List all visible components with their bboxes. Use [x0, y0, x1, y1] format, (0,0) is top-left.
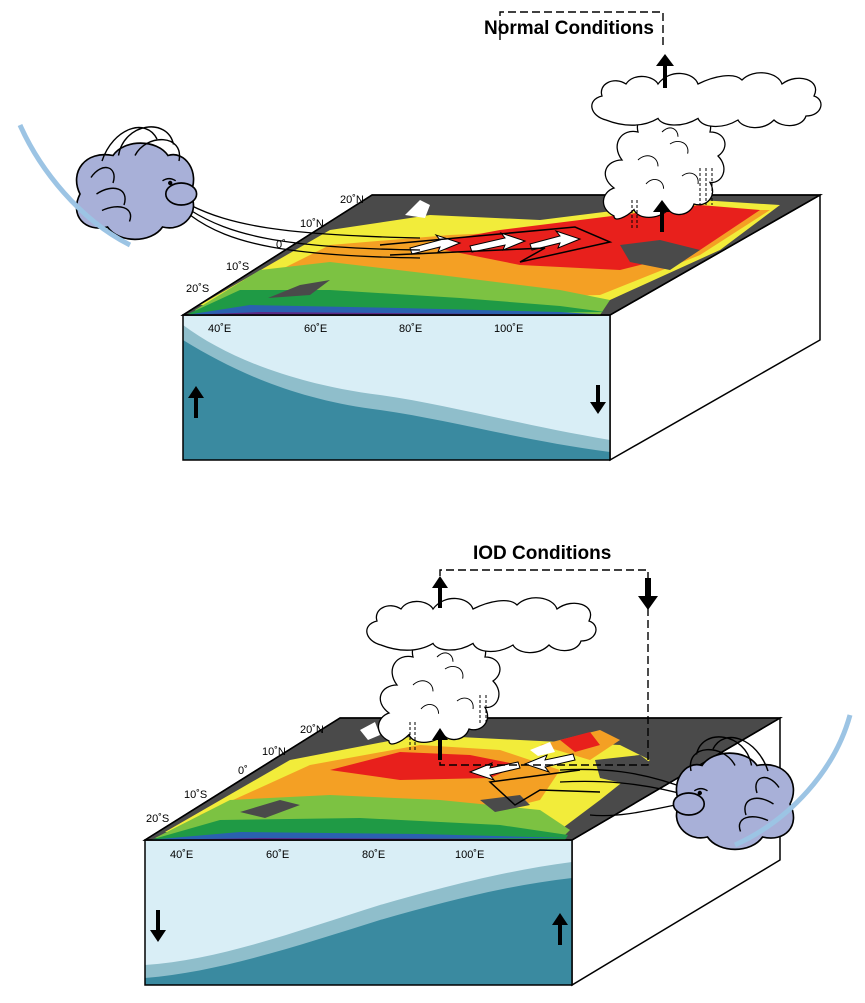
- lat-label: 0˚: [238, 765, 248, 777]
- lon-label: 60˚E: [304, 323, 327, 335]
- lon-label: 100˚E: [455, 849, 484, 861]
- surface-wind-arrows: [468, 753, 601, 806]
- sst-map: [180, 194, 823, 316]
- lat-label: 20˚N: [300, 724, 324, 736]
- up-arrow-icon: [432, 576, 448, 608]
- panel-title-normal: Normal Conditions: [484, 18, 654, 39]
- sst-map: [142, 717, 783, 841]
- lon-label: 40˚E: [170, 849, 193, 861]
- walker-circulation: [499, 11, 664, 45]
- up-arrow-icon: [432, 728, 448, 760]
- ocean-cross-section: [182, 314, 611, 461]
- up-arrow-icon: [653, 200, 671, 232]
- down-arrow-icon: [150, 910, 166, 942]
- ocean-cross-section: [144, 839, 573, 986]
- surface-wind-arrows: [379, 226, 613, 263]
- lon-label: 80˚E: [362, 849, 385, 861]
- walker-circulation: [439, 569, 649, 766]
- lat-label: 10˚N: [262, 746, 286, 758]
- up-arrow-icon: [188, 386, 204, 418]
- lon-label: 60˚E: [266, 849, 289, 861]
- lon-label: 40˚E: [208, 323, 231, 335]
- up-arrow-icon: [656, 54, 674, 88]
- panel-title-iod: IOD Conditions: [473, 543, 611, 564]
- iod-panel: IOD Conditions 20˚N 10˚N 0˚ 10˚S 20˚S 40…: [142, 543, 853, 987]
- normal-panel: Normal Conditions 20˚N 10˚N 0˚ 10˚S 20˚S…: [17, 11, 823, 462]
- lat-label: 20˚S: [146, 813, 169, 825]
- down-arrow-icon: [638, 578, 658, 610]
- lon-label: 80˚E: [399, 323, 422, 335]
- lat-label: 0˚: [276, 239, 286, 251]
- wind-streams: [189, 204, 421, 259]
- wind-swirl: [17, 123, 132, 248]
- lat-label: 10˚N: [300, 218, 324, 230]
- down-arrow-icon: [590, 385, 606, 414]
- lat-label: 10˚S: [226, 261, 249, 273]
- lat-label: 20˚S: [186, 283, 209, 295]
- up-arrow-icon: [552, 913, 568, 945]
- lat-label: 20˚N: [340, 194, 364, 206]
- lon-label: 100˚E: [494, 323, 523, 335]
- wind-swirl: [733, 714, 853, 848]
- lat-label: 10˚S: [184, 789, 207, 801]
